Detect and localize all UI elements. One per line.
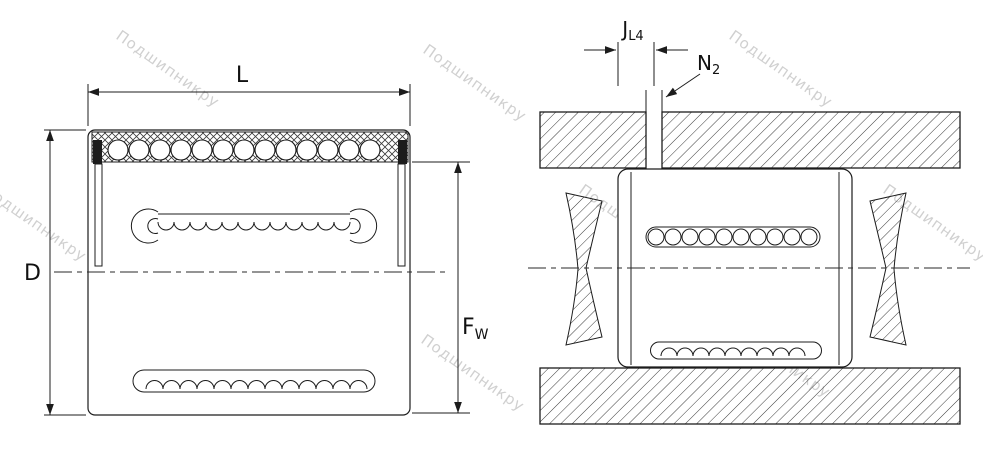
label-hole-subscript: 2 xyxy=(712,63,720,78)
label-bore-Fw: FW xyxy=(462,315,489,343)
label-offset-subscript: L4 xyxy=(628,29,644,44)
left-view-bearing-section: L D FW xyxy=(24,63,489,416)
return-hook-left-outer xyxy=(130,208,159,244)
dimension-hole-diameter-N2: N2 xyxy=(665,51,720,98)
ball-scallops-mounted-bottom xyxy=(660,347,806,357)
dimension-length-L: L xyxy=(87,63,411,126)
label-hole-offset-JL4: JL4 xyxy=(620,17,643,44)
label-hole-diameter-N2: N2 xyxy=(697,51,720,78)
housing-top-right xyxy=(661,111,961,169)
housing-bottom xyxy=(539,367,961,425)
label-bore-subscript: W xyxy=(475,327,489,343)
housing-top-left xyxy=(539,111,647,169)
return-hook-right-inner xyxy=(349,218,361,234)
sleeve-strip-left xyxy=(94,163,103,267)
label-offset-main: J xyxy=(620,17,628,41)
ball-scallops-middle xyxy=(157,221,351,231)
ball-track-middle xyxy=(130,208,378,244)
dimension-outer-diameter-D: D xyxy=(24,129,86,416)
label-length-L: L xyxy=(236,63,249,88)
watermark-text: Подшипникру xyxy=(0,181,90,266)
right-view-mounted-section: JL4 N2 xyxy=(528,17,970,425)
label-bore-main: F xyxy=(462,315,475,340)
watermark-text: Подшипникру xyxy=(420,41,530,126)
dimension-hole-offset-JL4: JL4 xyxy=(584,17,688,86)
label-hole-main: N xyxy=(697,51,712,75)
return-hook-right-outer xyxy=(349,208,378,244)
mounted-ball-row-bottom xyxy=(650,341,822,360)
dimension-bore-Fw: FW xyxy=(412,161,489,414)
watermark-text: Подшипникру xyxy=(726,27,836,112)
return-hook-left-inner xyxy=(147,218,159,234)
sleeve-strip-right xyxy=(397,163,406,267)
seal-right xyxy=(869,192,907,346)
ball-scallops-bottom xyxy=(145,380,368,390)
mounted-ball-row-top xyxy=(645,226,821,248)
watermark-text: Подшипникру xyxy=(113,27,223,112)
ball-row-top xyxy=(107,139,381,161)
label-outer-diameter-D: D xyxy=(24,261,41,286)
ball-track-bottom xyxy=(132,369,376,393)
seal-left xyxy=(565,192,603,346)
watermark-text: Подшипникру xyxy=(418,331,528,416)
retaining-ring-left xyxy=(93,140,102,164)
retaining-ring-right xyxy=(398,140,407,164)
